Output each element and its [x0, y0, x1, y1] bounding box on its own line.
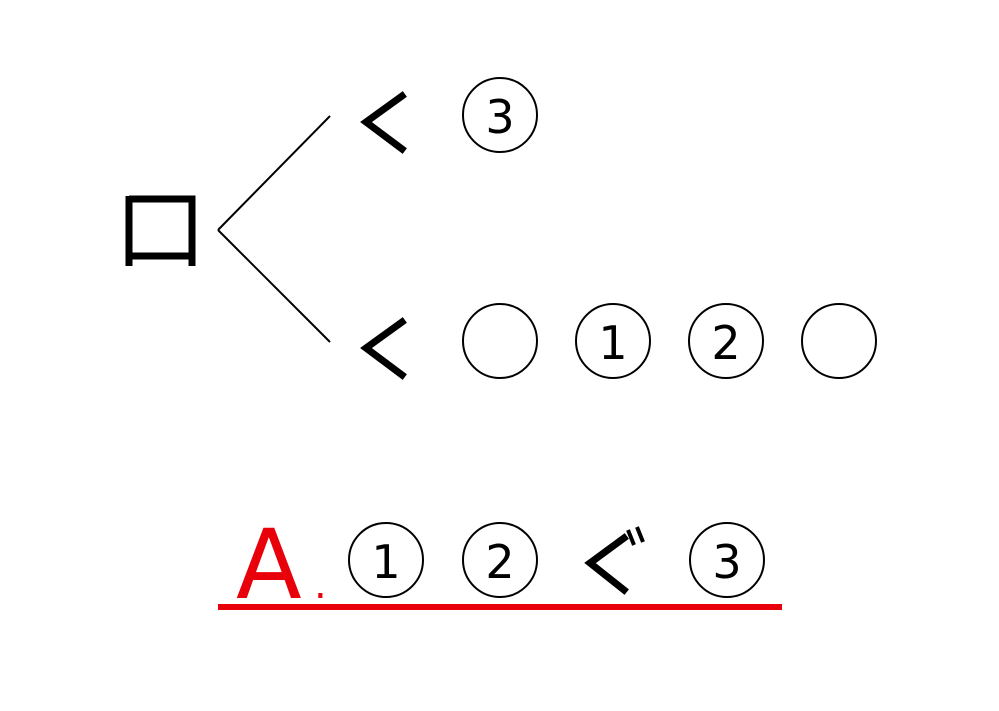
answer-dot: .: [314, 562, 327, 608]
bottom-slot-3: 2: [688, 303, 764, 379]
svg-text:1: 1: [371, 535, 400, 589]
answer-item-1: 1: [348, 522, 424, 598]
svg-text:2: 2: [711, 316, 740, 370]
answer-item-2: 2: [462, 522, 538, 598]
answer-item-4: 3: [689, 522, 765, 598]
bottom-slot-2: 1: [575, 303, 651, 379]
slot-number: 3: [485, 90, 514, 144]
answer-label: A: [236, 509, 302, 621]
svg-text:1: 1: [598, 316, 627, 370]
bottom-slot-1: [462, 303, 538, 379]
top-branch-kana: く: [360, 91, 407, 154]
branch-line-top: [217, 115, 331, 231]
bottom-branch-kana: く: [360, 317, 407, 380]
center-kanji: 口: [125, 195, 196, 266]
branch-line-bottom: [217, 229, 331, 343]
svg-text:3: 3: [712, 535, 741, 589]
bottom-slot-4: [801, 303, 877, 379]
svg-text:2: 2: [485, 535, 514, 589]
top-slot-1: 3: [462, 77, 538, 153]
answer-item-3-kana: ぐ: [584, 526, 645, 595]
answer-underline: [218, 604, 782, 610]
